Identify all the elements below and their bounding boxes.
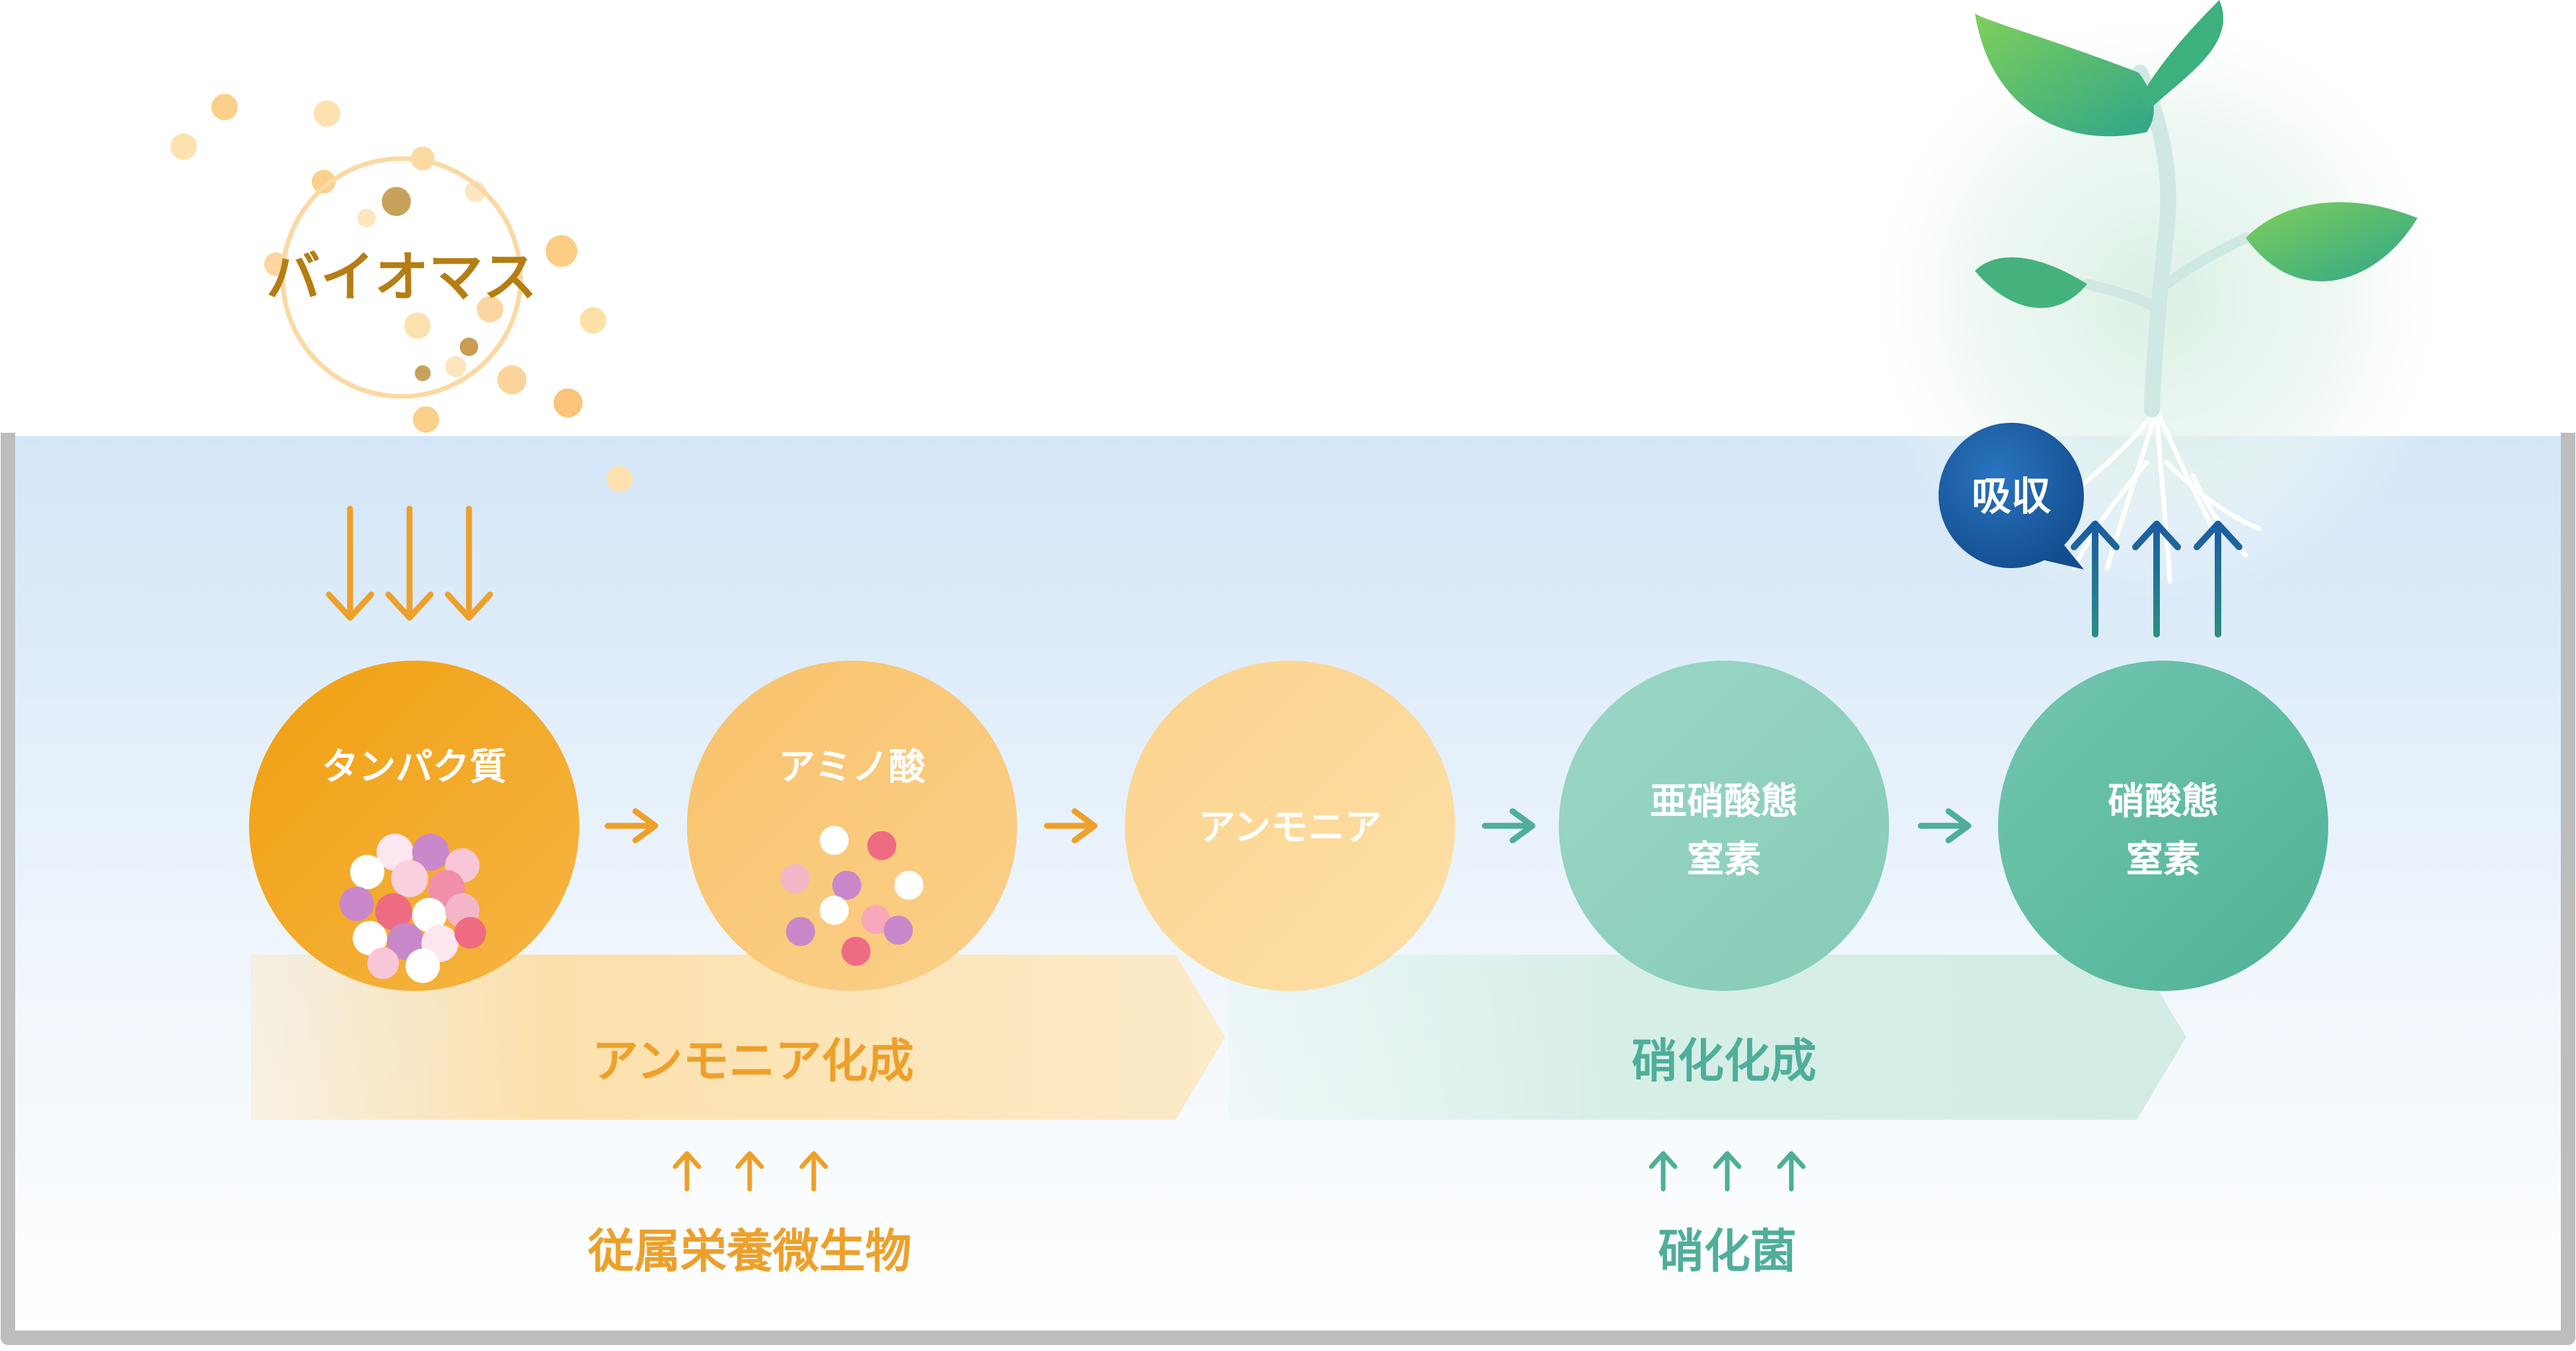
node-nitrite: 亜硝酸態 窒素 bbox=[1559, 661, 1889, 991]
absorb-label: 吸収 bbox=[1972, 474, 2051, 520]
band-label-ammonification: アンモニア化成 bbox=[592, 1034, 913, 1088]
node-label-nitrate-line2: 窒素 bbox=[2126, 838, 2200, 881]
node-protein: タンパク質 bbox=[249, 661, 579, 991]
biomass-label: バイオマス bbox=[266, 246, 537, 309]
node-label-amino-acid: アミノ酸 bbox=[779, 746, 927, 789]
node-ammonia: アンモニア bbox=[1125, 661, 1455, 991]
microbe-label-nitrifiers: 硝化菌 bbox=[1658, 1224, 1797, 1278]
node-label-protein: タンパク質 bbox=[322, 746, 507, 789]
microbe-label-heterotrophs: 従属栄養微生物 bbox=[587, 1224, 912, 1278]
node-nitrate: 硝酸態 窒素 bbox=[1998, 661, 2328, 991]
node-label-nitrite-line1: 亜硝酸態 bbox=[1650, 780, 1798, 823]
node-label-nitrite-line2: 窒素 bbox=[1687, 838, 1761, 881]
node-label-ammonia: アンモニア bbox=[1198, 807, 1382, 850]
node-label-nitrate-line1: 硝酸態 bbox=[2108, 780, 2219, 823]
band-label-nitrification: 硝化化成 bbox=[1631, 1034, 1816, 1088]
node-amino-acid: アミノ酸 bbox=[687, 661, 1017, 991]
